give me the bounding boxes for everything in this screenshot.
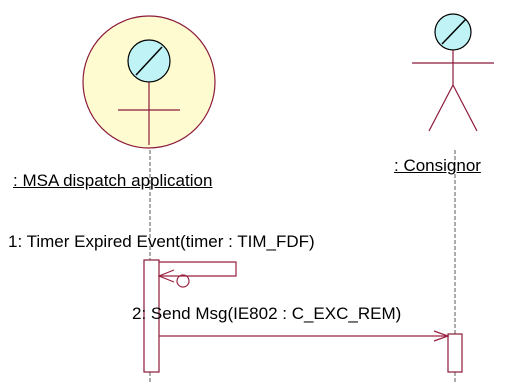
consignor-actor-icon	[412, 13, 494, 132]
consignor-participant-label: : Consignor	[394, 156, 481, 175]
send-message-arrow	[159, 330, 450, 342]
msa-actor-icon	[82, 15, 216, 149]
message-2-label: 2: Send Msg(IE802 : C_EXC_REM)	[132, 304, 402, 323]
consignor-activation-bar	[447, 333, 463, 373]
message-1-label: 1: Timer Expired Event(timer : TIM_FDF)	[8, 232, 315, 251]
msa-activation-bar	[143, 259, 160, 373]
msa-participant-label: : MSA dispatch application	[13, 171, 213, 190]
self-message-arrow	[157, 261, 237, 288]
